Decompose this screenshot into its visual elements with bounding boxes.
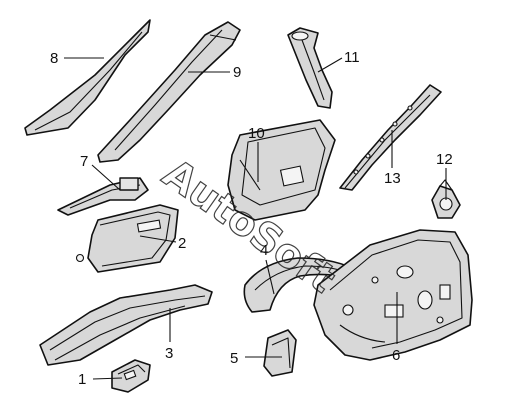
part-4-arch-piece <box>243 257 353 313</box>
callout-2: 2 <box>178 235 186 252</box>
part-2-box-panel <box>75 204 179 273</box>
callout-11: 11 <box>344 49 360 66</box>
leader-7 <box>91 164 121 191</box>
part-1-block <box>111 359 151 393</box>
callout-12: 12 <box>436 151 453 168</box>
leader-11 <box>317 57 343 73</box>
part-13-perforated-bar <box>339 84 442 191</box>
part-3-rail-beam <box>39 284 213 366</box>
leader-1 <box>92 377 123 380</box>
callout-3: 3 <box>165 345 173 362</box>
callout-9: 9 <box>233 64 241 81</box>
leader-2 <box>139 235 177 243</box>
callout-10: 10 <box>248 125 265 142</box>
part-8-pillar-trim <box>24 19 151 136</box>
part-7-bracket <box>57 177 149 216</box>
part-11-bracket <box>287 27 333 109</box>
callout-5: 5 <box>230 350 238 367</box>
part-6-wheelhouse-panel <box>313 229 473 361</box>
part-5-plate <box>263 329 297 377</box>
leader-4 <box>265 259 275 295</box>
callout-7: 7 <box>80 153 88 170</box>
callout-8: 8 <box>50 50 58 67</box>
callout-6: 6 <box>392 347 400 364</box>
part-12-grommet <box>431 179 461 219</box>
part-10-inner-panel <box>227 119 336 221</box>
callout-4: 4 <box>260 242 268 259</box>
part-9-pillar-panel <box>97 21 241 163</box>
callout-13: 13 <box>384 170 401 187</box>
callout-1: 1 <box>78 371 86 388</box>
